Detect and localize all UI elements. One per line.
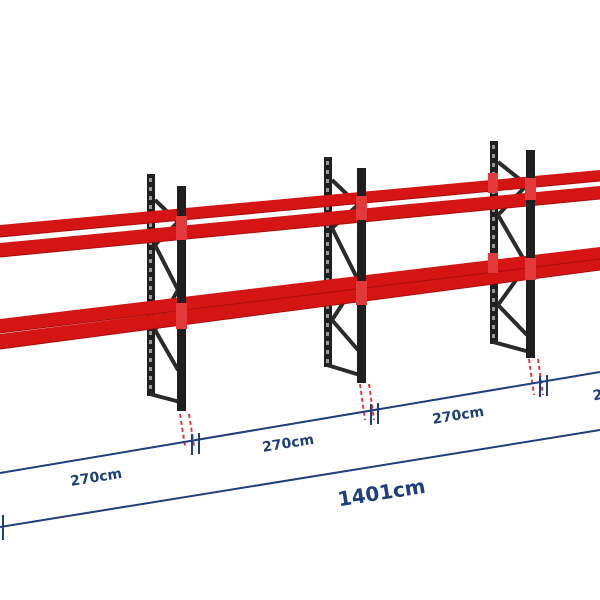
perforation bbox=[492, 235, 495, 239]
beam-lower-rear bbox=[0, 247, 600, 333]
perforation bbox=[149, 268, 152, 272]
perforation bbox=[492, 334, 495, 338]
perforation bbox=[326, 350, 329, 354]
perforation bbox=[326, 332, 329, 336]
perforation bbox=[149, 223, 152, 227]
perforation bbox=[149, 205, 152, 209]
perforation bbox=[326, 233, 329, 237]
perforation bbox=[149, 376, 152, 380]
perforation bbox=[326, 314, 329, 318]
perforation bbox=[149, 385, 152, 389]
dimension-lines bbox=[0, 371, 600, 540]
perforation bbox=[492, 325, 495, 329]
bay-dimension-2: 270cm bbox=[261, 432, 315, 456]
perforation bbox=[326, 170, 329, 174]
beam-upper-front bbox=[0, 186, 600, 257]
perforation bbox=[149, 178, 152, 182]
perforation bbox=[492, 316, 495, 320]
beam-edges bbox=[0, 180, 600, 350]
perforation bbox=[149, 250, 152, 254]
perforation bbox=[326, 341, 329, 345]
perforation bbox=[492, 289, 495, 293]
perforation bbox=[149, 286, 152, 290]
front-posts bbox=[177, 150, 535, 411]
perforation bbox=[149, 277, 152, 281]
perforation bbox=[492, 154, 495, 158]
perforation bbox=[326, 323, 329, 327]
perforation bbox=[326, 242, 329, 246]
beam-upper-rear bbox=[0, 170, 600, 237]
perforation bbox=[326, 359, 329, 363]
perforation bbox=[149, 295, 152, 299]
perforation bbox=[149, 349, 152, 353]
perforation bbox=[492, 298, 495, 302]
perforation bbox=[326, 206, 329, 210]
total-dimension: 1401cm bbox=[336, 474, 427, 512]
perforation bbox=[149, 196, 152, 200]
perforation bbox=[492, 226, 495, 230]
perforation bbox=[149, 187, 152, 191]
perforation bbox=[326, 224, 329, 228]
perforation bbox=[492, 208, 495, 212]
bay-dimension-1: 270cm bbox=[69, 466, 123, 490]
perforation bbox=[492, 163, 495, 167]
perforation bbox=[492, 217, 495, 221]
perforation bbox=[326, 269, 329, 273]
perforation bbox=[492, 307, 495, 311]
bay-dimension-4-partial: 2 bbox=[592, 387, 600, 404]
perforation bbox=[149, 331, 152, 335]
bay-dimension-3: 270cm bbox=[431, 404, 485, 428]
perforation bbox=[149, 367, 152, 371]
perforation bbox=[492, 145, 495, 149]
floor-markers bbox=[179, 358, 544, 447]
perforation bbox=[326, 260, 329, 264]
perforation bbox=[326, 161, 329, 165]
perforation bbox=[149, 259, 152, 263]
perforation bbox=[149, 340, 152, 344]
perforation bbox=[149, 241, 152, 245]
perforation bbox=[492, 244, 495, 248]
perforation bbox=[326, 251, 329, 255]
perforation bbox=[326, 179, 329, 183]
beam-connectors bbox=[176, 173, 536, 329]
perforation bbox=[326, 188, 329, 192]
perforation bbox=[149, 358, 152, 362]
perforation bbox=[326, 305, 329, 309]
beam-lower-front bbox=[0, 258, 600, 349]
